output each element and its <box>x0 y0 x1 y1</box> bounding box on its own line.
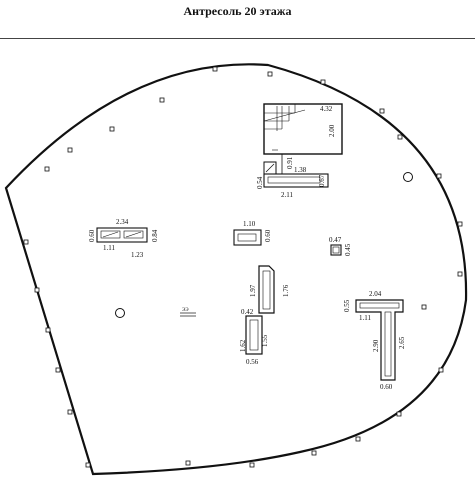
dim-1-62: 1.62 <box>239 339 247 352</box>
dim-1-11-right: 1.11 <box>359 314 371 322</box>
dim-0-55: 0.55 <box>343 299 351 312</box>
round-column-right <box>403 172 413 182</box>
stair-width-label: 4.32 <box>320 105 333 113</box>
dim-0-60-left: 0.60 <box>88 229 96 242</box>
shaft-center <box>233 229 262 246</box>
dim-1-76: 1.76 <box>282 284 290 297</box>
electrical-symbol-label: ЭЭ <box>182 308 189 313</box>
shaft-left-double <box>96 227 148 243</box>
dim-1-97: 1.97 <box>249 284 257 297</box>
dim-0-54: 0.54 <box>256 176 264 189</box>
dim-2-11: 2.11 <box>281 191 293 199</box>
shaft-central-vertical <box>245 265 275 355</box>
dim-1-23: 1.23 <box>131 251 144 259</box>
shaft-right-t <box>355 299 404 381</box>
dim-0-60-bottom: 0.60 <box>380 383 393 391</box>
dim-2-04: 2.04 <box>369 290 382 298</box>
dim-0-60-center: 0.60 <box>264 229 272 242</box>
dim-0-56: 0.56 <box>246 358 259 366</box>
dim-1-38: 1.38 <box>294 166 307 174</box>
shaft-top <box>263 154 329 188</box>
dim-0-42: 0.42 <box>241 308 254 316</box>
dim-0-91: 0.91 <box>286 156 294 169</box>
floor-outline <box>4 63 468 476</box>
dim-1-55: 1.55 <box>261 334 269 347</box>
dim-0-47: 0.47 <box>329 236 342 244</box>
dim-2-65: 2.65 <box>398 336 406 349</box>
round-column-left <box>115 308 125 318</box>
dim-1-10: 1.10 <box>243 220 256 228</box>
dim-0-67: 0.67 <box>318 174 326 187</box>
dim-2-34: 2.34 <box>116 218 129 226</box>
perimeter-columns <box>23 66 463 468</box>
shaft-small <box>330 244 342 256</box>
dim-2-90: 2.90 <box>372 339 380 352</box>
page-title: Антресоль 20 этажа <box>183 4 292 18</box>
stair-depth-label: 2.00 <box>328 124 336 137</box>
header-divider <box>0 38 475 39</box>
electrical-symbol <box>180 312 196 317</box>
dim-1-11-left: 1.11 <box>103 244 115 252</box>
stair-block <box>263 103 343 155</box>
dim-0-45: 0.45 <box>344 243 352 256</box>
dim-0-84: 0.84 <box>151 229 159 242</box>
